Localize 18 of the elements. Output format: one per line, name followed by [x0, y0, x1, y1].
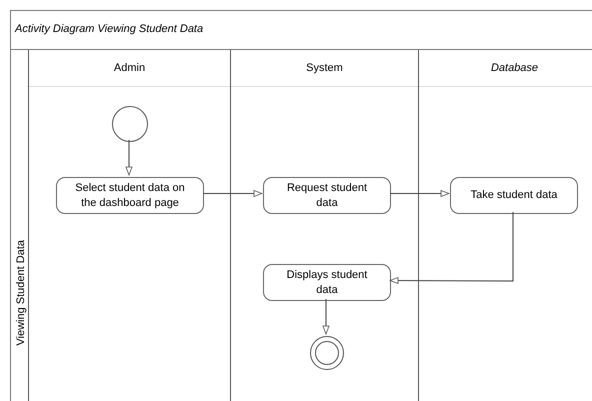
lane-header: System: [306, 60, 343, 76]
final-node: [310, 336, 344, 370]
action-box: Displays student data: [263, 264, 391, 301]
arrow: [202, 190, 262, 197]
arrow: [390, 212, 514, 284]
frame-label: Activity Diagram Viewing Student Data: [15, 22, 204, 37]
swimlane: [29, 50, 231, 401]
pool-label: Viewing Student Data: [14, 240, 28, 346]
lane-header: Admin: [114, 60, 146, 76]
arrow: [322, 298, 330, 334]
action-box: Request student data: [263, 177, 391, 214]
initial-node: [112, 106, 148, 142]
arrow: [390, 190, 450, 197]
arrow: [126, 140, 132, 176]
action-box: Select student data on the dashboard page: [56, 177, 204, 214]
action-box: Take student data: [450, 177, 578, 214]
swimlane: [231, 50, 419, 401]
lane-header: Database: [490, 60, 538, 76]
